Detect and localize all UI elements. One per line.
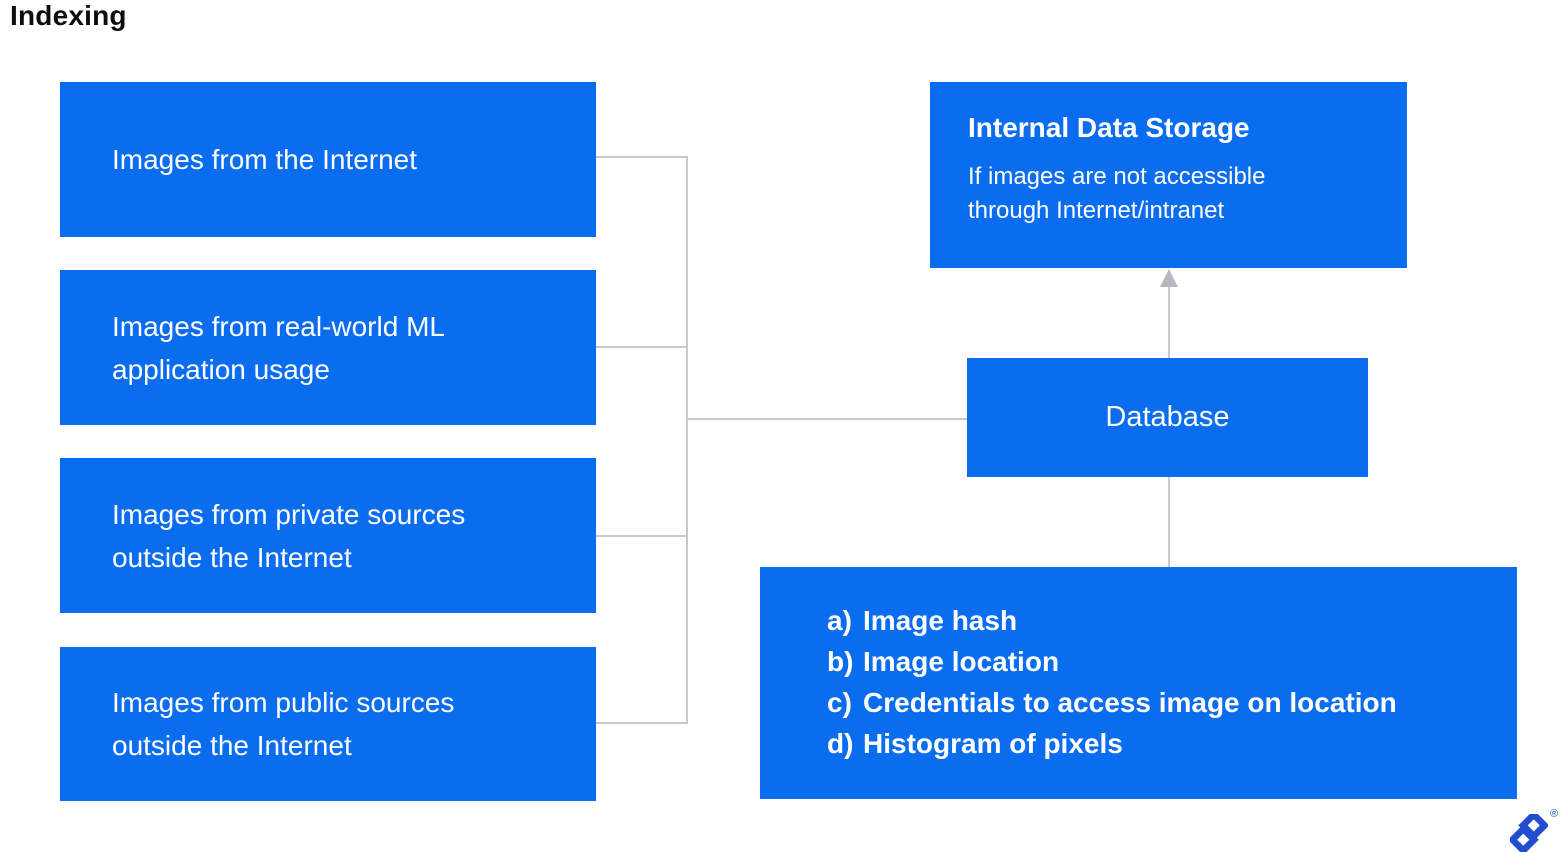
attribute-text: Credentials to access image on location — [863, 687, 1397, 718]
connector-line-source2 — [596, 346, 688, 348]
page-title: Indexing — [10, 0, 127, 31]
internal-data-storage-box: Internal Data Storage If images are not … — [930, 82, 1407, 268]
source-box-public-sources: Images from public sources outside the I… — [60, 647, 596, 801]
registered-trademark-symbol: ® — [1550, 808, 1559, 820]
source-box-label: Images from the Internet — [112, 144, 418, 175]
source-box-label: Images from public sources outside the I… — [112, 687, 455, 761]
source-box-ml-usage: Images from real-world ML application us… — [60, 270, 596, 425]
attribute-prefix: b) — [827, 646, 854, 677]
connector-line-database-to-storage — [1168, 286, 1170, 358]
attribute-item: b) Image location — [827, 641, 1489, 682]
source-box-private-sources: Images from private sources outside the … — [60, 458, 596, 613]
attribute-item: d) Histogram of pixels — [827, 723, 1489, 764]
connector-line-source1 — [596, 156, 688, 158]
internal-data-storage-subtitle: If images are not accessible through Int… — [968, 163, 1266, 224]
attribute-prefix: d) — [827, 728, 854, 759]
database-box: Database — [967, 358, 1368, 477]
source-box-label: Images from real-world ML application us… — [112, 310, 444, 385]
brand-logo: ® — [1510, 808, 1558, 852]
database-attributes-box: a) Image hash b) Image location c) Crede… — [760, 567, 1517, 799]
connector-line-database-to-attributes — [1168, 477, 1170, 567]
toptal-logo-icon — [1510, 814, 1548, 852]
connector-line-to-database — [686, 418, 967, 420]
attribute-prefix: a) — [827, 605, 852, 636]
source-box-internet: Images from the Internet — [60, 82, 596, 237]
connector-line-source4 — [596, 722, 688, 724]
internal-data-storage-title: Internal Data Storage — [968, 112, 1250, 143]
attribute-item: c) Credentials to access image on locati… — [827, 682, 1489, 723]
arrow-up-icon — [1160, 269, 1178, 287]
connector-line-source3 — [596, 535, 688, 537]
attribute-text: Image location — [863, 646, 1060, 677]
source-box-label: Images from private sources outside the … — [112, 498, 466, 573]
database-label: Database — [1105, 401, 1230, 433]
attribute-text: Image hash — [863, 605, 1018, 636]
attribute-item: a) Image hash — [827, 600, 1489, 641]
attribute-text: Histogram of pixels — [863, 728, 1123, 759]
attribute-prefix: c) — [827, 687, 852, 718]
connector-line-vertical-trunk — [686, 156, 688, 724]
